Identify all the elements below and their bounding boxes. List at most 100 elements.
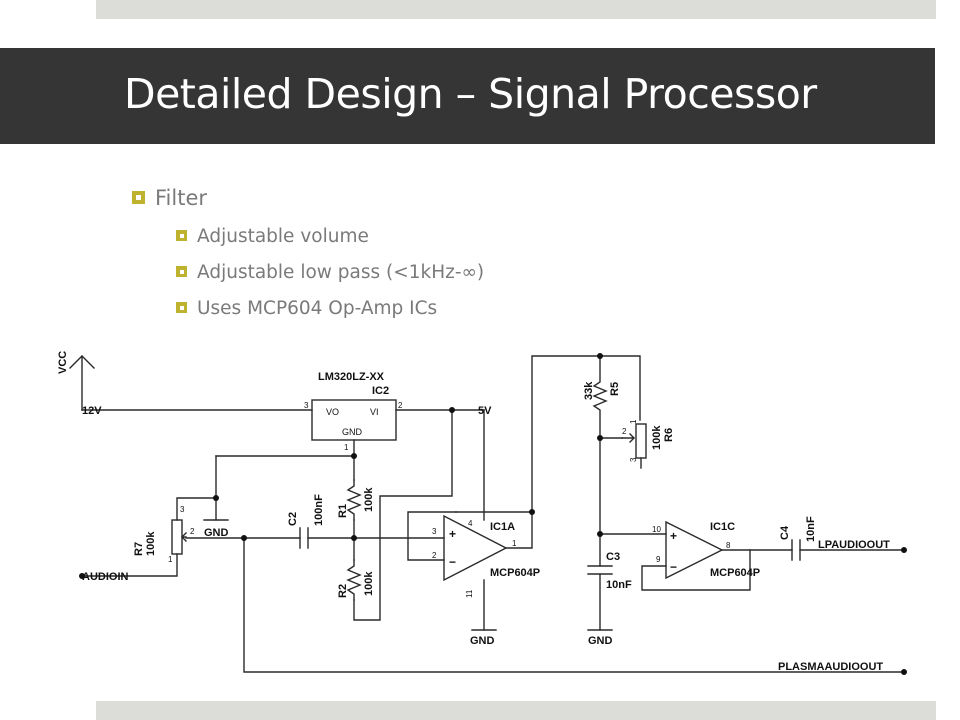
r7-ref-label: R7 (133, 542, 145, 556)
junction-dot (351, 535, 357, 541)
ic1a-p4-label: 4 (468, 519, 473, 528)
wire-r7-bottom (81, 553, 178, 577)
potentiometer-r7 (171, 519, 183, 555)
resistor-r5 (592, 355, 608, 441)
gnd-c3-label: GND (588, 635, 613, 647)
reg-pin2-label: 2 (398, 401, 403, 410)
bullet-square-icon (132, 191, 145, 204)
opamp-ic1a (443, 514, 508, 582)
bullet-text: Filter (155, 186, 208, 210)
wire-r2-bottom (353, 409, 453, 621)
gnd-r7-label: GND (204, 527, 229, 539)
vcc-arrow-icon (69, 355, 95, 411)
wire-ic1a-out (505, 355, 601, 549)
wire-r7-top (176, 497, 217, 521)
c3-ref-label: C3 (606, 551, 620, 563)
r6-p1-label: 1 (629, 419, 638, 424)
wire-plasma-branch (243, 537, 905, 673)
potentiometer-r6 (635, 423, 647, 459)
junction-dot (597, 353, 603, 359)
vcc-label: VCC (57, 351, 69, 374)
c4-val-label: 10nF (805, 516, 817, 542)
wire-r5-top (599, 355, 641, 421)
ic1a-p11-label: 11 (465, 589, 474, 598)
ic1a-ref-label: IC1A (490, 521, 515, 533)
capacitor-c4 (791, 539, 801, 561)
ic1c-part-label: MCP604P (710, 567, 760, 579)
junction-dot (529, 509, 535, 515)
bullet-adjustable-low-pass: Adjustable low pass (<1kHz-∞) (176, 262, 484, 283)
ic1a-minus-label: − (449, 555, 456, 569)
r6-p3-label: 3 (629, 457, 638, 462)
ic1a-plus-label: + (449, 527, 456, 541)
r2-ref-label: R2 (337, 584, 349, 598)
resistor-r2 (346, 559, 362, 601)
r7-p1-label: 1 (168, 555, 173, 564)
r1-ref-label: R1 (337, 504, 349, 518)
r2-val-label: 100k (363, 571, 375, 596)
ic1a-p3-label: 3 (432, 527, 437, 536)
bullet-text: Adjustable low pass (<1kHz-∞) (197, 262, 485, 283)
r7-val-label: 100k (145, 531, 157, 556)
ic1a-p1-label: 1 (512, 539, 517, 548)
ic1c-minus-label: − (670, 560, 677, 574)
junction-dot (597, 531, 603, 537)
audioin-label: AUDIOIN (82, 571, 129, 583)
r7-arrow-icon (181, 532, 187, 542)
opamp-ic1c (665, 520, 724, 580)
ic1c-plus-label: + (670, 529, 677, 543)
c2-ref-label: C2 (287, 512, 299, 526)
top-decor-band (96, 0, 936, 19)
reg-part-label: LM320LZ-XX (318, 371, 385, 383)
title-bar (0, 48, 935, 144)
bullet-text: Uses MCP604 Op-Amp ICs (197, 298, 438, 319)
c2-val-label: 100nF (313, 494, 325, 526)
v5-label: 5V (478, 405, 492, 417)
plasmaout-label: PLASMAAUDIOOUT (778, 661, 883, 673)
bottom-decor-band (96, 701, 936, 720)
wire-ic1c-minus (641, 549, 751, 591)
gnd-ic1a-label: GND (470, 635, 495, 647)
bullet-adjustable-volume: Adjustable volume (176, 226, 369, 247)
ic1a-part-label: MCP604P (490, 567, 540, 579)
reg-vo-label: VO (326, 407, 339, 417)
bullet-uses-mcp604: Uses MCP604 Op-Amp ICs (176, 298, 437, 319)
r5-val-label: 33k (583, 381, 595, 400)
terminal-dot (901, 669, 907, 675)
bullet-square-icon (176, 302, 187, 313)
junction-dot (241, 535, 247, 541)
reg-pin3-label: 3 (304, 401, 309, 410)
junction-dot (351, 453, 357, 459)
c3-val-label: 10nF (606, 579, 632, 591)
r6-arrow-icon (621, 433, 635, 443)
c4-ref-label: C4 (779, 525, 791, 540)
reg-gnd-label: GND (342, 427, 363, 437)
bullet-square-icon (176, 230, 187, 241)
terminal-dot (901, 547, 907, 553)
r5-ref-label: R5 (609, 382, 621, 396)
r6-p2-label: 2 (622, 427, 627, 436)
reg-pin1-label: 1 (344, 443, 349, 452)
bullet-filter: Filter (132, 186, 207, 210)
ic1a-p2-label: 2 (432, 551, 437, 560)
ic1c-p9-label: 9 (656, 555, 661, 564)
r1-val-label: 100k (363, 487, 375, 512)
r6-val-label: 100k (651, 425, 663, 450)
junction-dot (449, 407, 455, 413)
resistor-r1 (346, 479, 362, 521)
lpout-label: LPAUDIOOUT (818, 539, 890, 551)
junction-dot (213, 495, 219, 501)
capacitor-c3 (587, 565, 613, 575)
bullet-square-icon (176, 266, 187, 277)
slide-title: Detailed Design – Signal Processor (124, 70, 817, 118)
r7-p3-label: 3 (180, 505, 185, 514)
ic1c-p8-label: 8 (726, 541, 731, 550)
r6-ref-label: R6 (663, 428, 675, 442)
junction-dot (597, 435, 603, 441)
r7-p2-label: 2 (190, 527, 195, 536)
reg-ref-label: IC2 (372, 385, 389, 397)
ic1c-ref-label: IC1C (710, 521, 735, 533)
wire-ic1a-minus (407, 511, 457, 561)
capacitor-c2 (299, 527, 309, 549)
